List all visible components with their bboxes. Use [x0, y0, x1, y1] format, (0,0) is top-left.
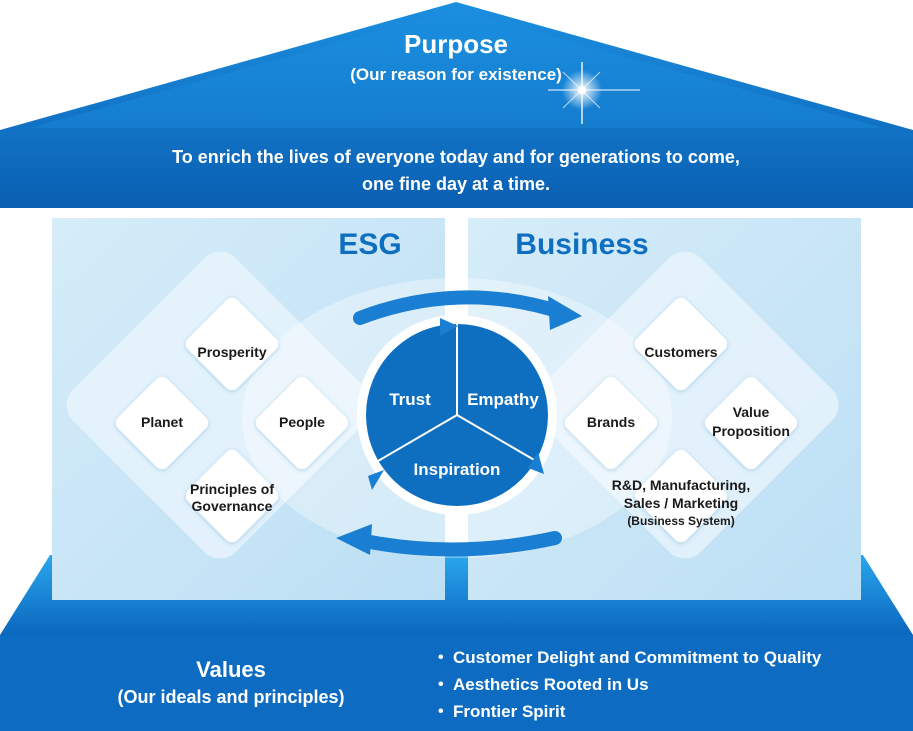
esg-diamond-people	[255, 376, 349, 470]
purpose-statement-line2: one fine day at a time.	[362, 174, 550, 194]
esg-diamond-governance	[185, 449, 279, 543]
center-divider-left	[377, 414, 458, 462]
business-diamond-value	[704, 376, 798, 470]
esg-diamond-planet	[115, 376, 209, 470]
values-title: Values	[196, 657, 266, 682]
values-bullet-list: • Customer Delight and Commitment to Qua…	[438, 648, 822, 721]
business-diamond-rd	[634, 449, 728, 543]
business-heading: Business	[515, 228, 648, 261]
purpose-title: Purpose	[404, 29, 508, 59]
sparkle-icon	[548, 62, 640, 124]
business-label-brands: Brands	[587, 414, 635, 430]
purpose-roof	[0, 2, 913, 208]
business-label-rd-line2: Sales / Marketing	[624, 495, 738, 511]
business-label-customers: Customers	[644, 344, 717, 360]
esg-large-diamond	[66, 251, 374, 559]
values-bullet-2: Aesthetics Rooted in Us	[453, 675, 649, 694]
esg-label-prosperity: Prosperity	[197, 344, 266, 360]
business-label-value-line2: Proposition	[712, 423, 790, 439]
esg-label-planet: Planet	[141, 414, 183, 430]
business-label-value-line1: Value	[733, 404, 770, 420]
esg-label-governance-line2: Governance	[192, 498, 273, 514]
ring-arrow-top	[440, 318, 458, 336]
values-bullet-dot: •	[438, 649, 444, 666]
business-large-diamond	[531, 251, 839, 559]
values-band	[0, 635, 913, 731]
top-arrow-head	[548, 296, 582, 330]
ring-arrow-left	[368, 470, 384, 490]
ring-arrow-right	[528, 452, 544, 474]
bottom-arrow-head	[336, 524, 372, 555]
business-diamond-brands	[564, 376, 658, 470]
purpose-subtitle: (Our reason for existence)	[350, 65, 562, 84]
business-diamond-customers	[634, 297, 728, 391]
esg-heading: ESG	[338, 228, 401, 261]
esg-label-people: People	[279, 414, 325, 430]
values-subtitle: (Our ideals and principles)	[117, 687, 344, 707]
top-arrow	[353, 290, 567, 325]
bottom-arrow	[353, 531, 562, 557]
center-divider-right	[456, 414, 537, 462]
esg-label-governance-line1: Principles of	[190, 481, 274, 497]
values-bullet-1: Customer Delight and Commitment to Quali…	[453, 648, 822, 667]
center-label-empathy: Empathy	[467, 390, 539, 409]
purpose-statement-line1: To enrich the lives of everyone today an…	[172, 147, 740, 167]
business-label-rd-line1: R&D, Manufacturing,	[612, 477, 750, 493]
center-label-trust: Trust	[389, 390, 431, 409]
purpose-roof-highlight	[30, 10, 883, 128]
values-bullet-3: Frontier Spirit	[453, 702, 566, 721]
values-bullet-dot: •	[438, 676, 444, 693]
center-label-inspiration: Inspiration	[414, 460, 501, 479]
business-label-rd-line3: (Business System)	[627, 514, 734, 528]
esg-diamond-prosperity	[185, 297, 279, 391]
values-bullet-dot: •	[438, 703, 444, 720]
